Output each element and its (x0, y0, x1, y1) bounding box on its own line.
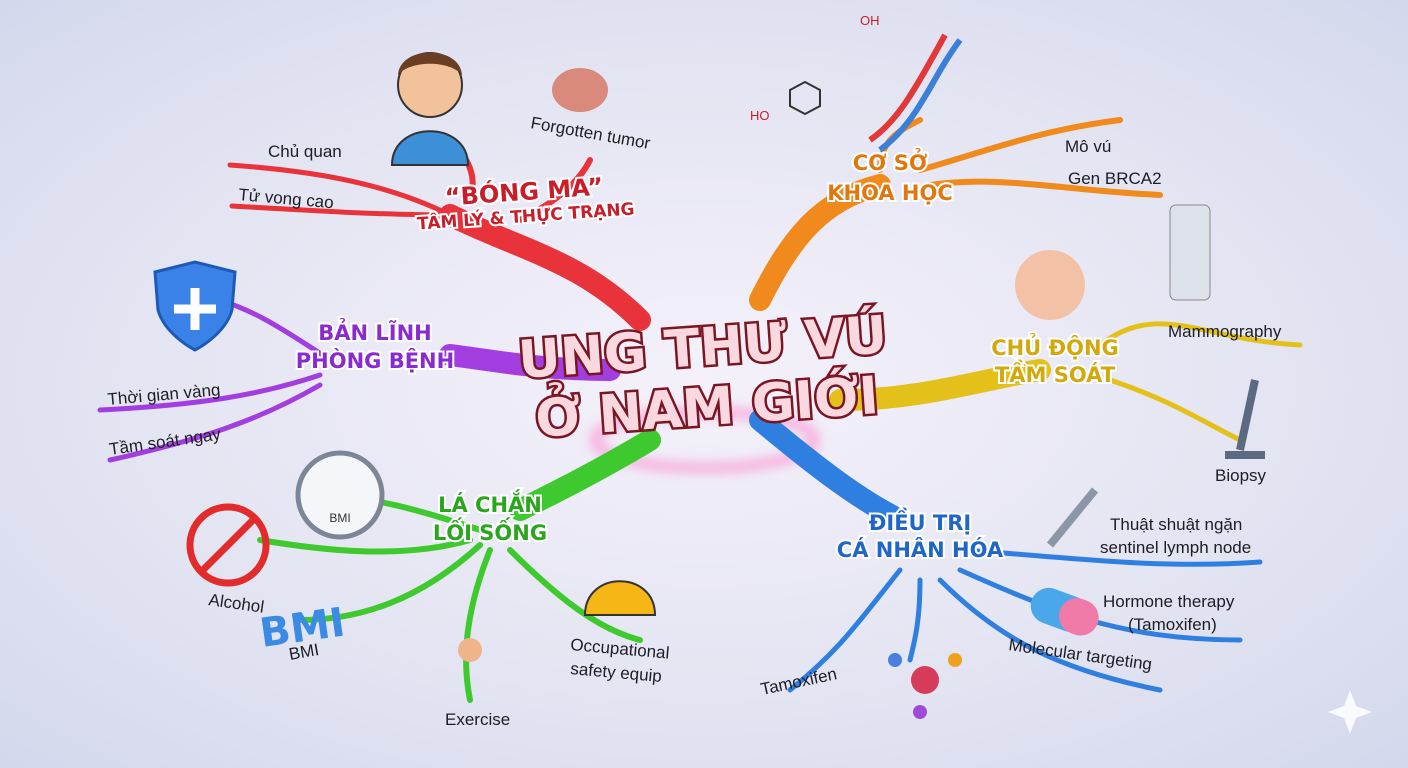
leaf-forgotten-tumor: Forgotten tumor (529, 113, 652, 153)
label-screening-2: TẦM SOÁT (995, 359, 1116, 387)
dna-icon (868, 33, 963, 153)
center-glow (592, 409, 818, 471)
molecule-icon: HO OH (750, 13, 880, 123)
label-prevention-2: PHÒNG BỆNH (296, 347, 454, 373)
leaf-mo-vu: Mô vú (1065, 137, 1111, 156)
leaf-bmi: BMI (287, 640, 320, 664)
leaf-hormone-1: Hormone therapy (1103, 592, 1235, 611)
leaf-occupational-2: safety equip (570, 659, 663, 686)
bmi-logo-text: BMI (257, 599, 348, 656)
label-treatment-1: ĐIỀU TRỊ (869, 507, 971, 535)
breast-exam-icon (1015, 250, 1085, 320)
leaf-sentinel-1: Thuật shuật ngặn (1110, 515, 1242, 534)
shield-cross-icon (153, 260, 237, 352)
ho-label: HO (750, 108, 770, 123)
leaf-hormone-2: (Tamoxifen) (1128, 615, 1217, 634)
oh-label: OH (860, 13, 880, 28)
leaf-exercise: Exercise (445, 710, 510, 729)
runner-icon (458, 638, 482, 662)
no-alcohol-icon (186, 503, 270, 587)
label-treatment-2: CÁ NHÂN HÓA (837, 537, 1004, 562)
worried-man-icon (390, 52, 470, 166)
mammography-machine-icon (1169, 204, 1211, 301)
sparkle-icon (1328, 690, 1372, 734)
label-lifestyle-1: LÁ CHẮN (438, 489, 542, 517)
pill-icon (1030, 587, 1099, 636)
label-science-2: KHOA HỌC (827, 181, 953, 205)
tumor-icon (552, 68, 608, 112)
leaf-tam-soat-ngay: Tầm soát ngay (108, 424, 222, 459)
leaf-sentinel-2: sentinel lymph node (1100, 538, 1251, 557)
label-science-1: CƠ SỞ (853, 148, 928, 175)
leaf-occupational-1: Occupational (570, 635, 671, 663)
bmi-gauge-icon: BMI (295, 450, 385, 540)
label-screening-1: CHỦ ĐỘNG (991, 333, 1119, 360)
branch-lifestyle (257, 429, 661, 703)
network-molecule-icon (888, 653, 962, 719)
hard-hat-icon (583, 580, 657, 616)
leaf-tamoxifen: Tamoxifen (759, 664, 839, 699)
branch-treatment (749, 409, 1263, 693)
leaf-gen-brca2: Gen BRCA2 (1068, 169, 1162, 188)
label-lifestyle-2: LỐI SỐNG (433, 517, 547, 545)
leaf-mammography: Mammography (1168, 322, 1282, 341)
gauge-label: BMI (329, 511, 350, 525)
leaf-biopsy: Biopsy (1215, 466, 1267, 485)
microscope-icon (1225, 379, 1265, 459)
label-prevention-1: BẢN LĨNH (318, 318, 432, 345)
central-topic: UNG THƯ VÚ Ở NAM GIỚI (514, 301, 892, 453)
label-psych: “BÓNG MA” TÂM LÝ & THỰC TRẠNG (414, 169, 637, 237)
branch-screening (829, 321, 1303, 443)
leaf-chu-quan: Chủ quan (268, 142, 342, 161)
scalpel-icon (1046, 487, 1099, 548)
